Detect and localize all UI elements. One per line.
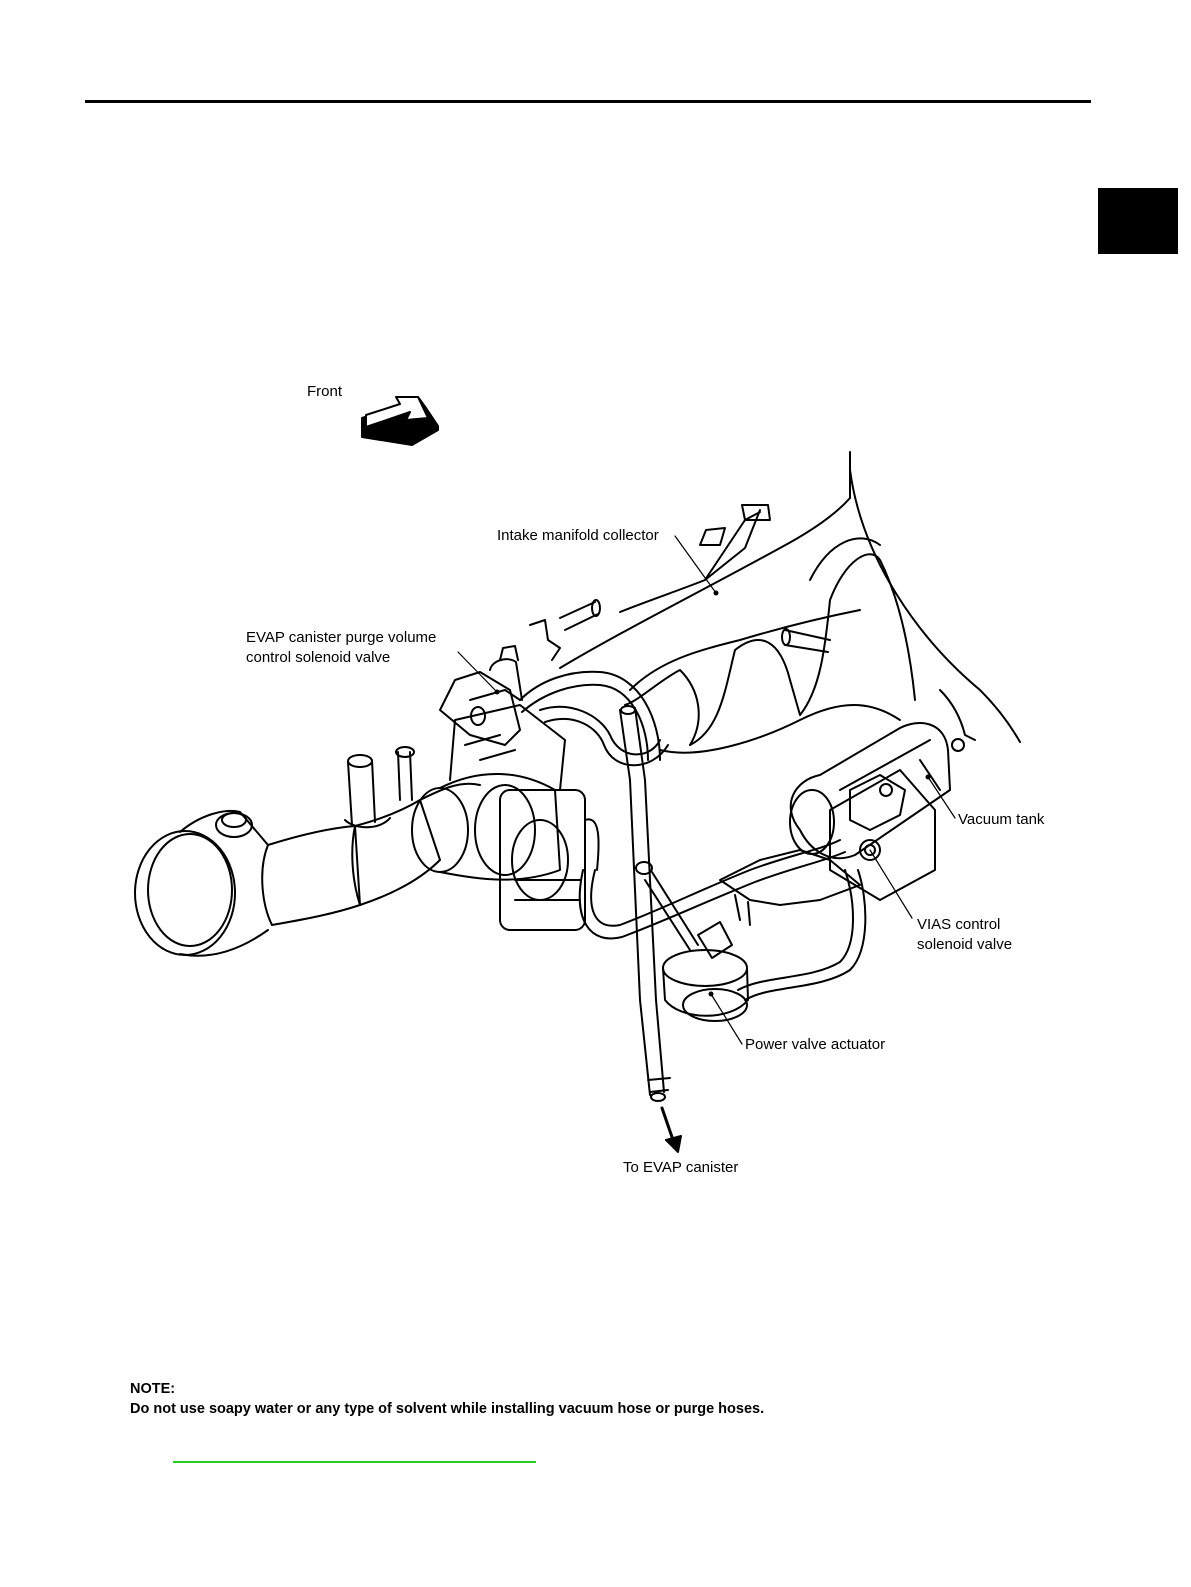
power-valve-actuator-label: Power valve actuator: [745, 1036, 885, 1053]
evap-purge-solenoid-valve: [440, 646, 522, 745]
note-body: Do not use soapy water or any type of so…: [130, 1401, 764, 1417]
evap-purge-valve-label-line2: control solenoid valve: [246, 649, 390, 666]
vias-valve-label-line1: VIAS control: [917, 916, 1000, 933]
to-evap-canister-arrow-icon: [662, 1108, 681, 1152]
vacuum-tank: [790, 723, 950, 858]
evap-purge-valve-label-line1: EVAP canister purge volume: [246, 629, 436, 646]
front-arrow-icon: [362, 397, 438, 445]
vias-valve-label-line2: solenoid valve: [917, 936, 1012, 953]
to-evap-canister-label: To EVAP canister: [623, 1159, 738, 1176]
front-label: Front: [307, 383, 343, 400]
throttle-body: [412, 705, 599, 930]
vias-solenoid-valve: [720, 770, 935, 925]
air-intake-duct: [135, 747, 480, 956]
link-underline[interactable]: [173, 1461, 536, 1463]
note-heading: NOTE:: [130, 1381, 175, 1397]
intake-manifold-collector-label: Intake manifold collector: [497, 527, 659, 544]
vacuum-tank-label: Vacuum tank: [958, 811, 1045, 828]
intake-manifold-collector: [530, 452, 1020, 753]
